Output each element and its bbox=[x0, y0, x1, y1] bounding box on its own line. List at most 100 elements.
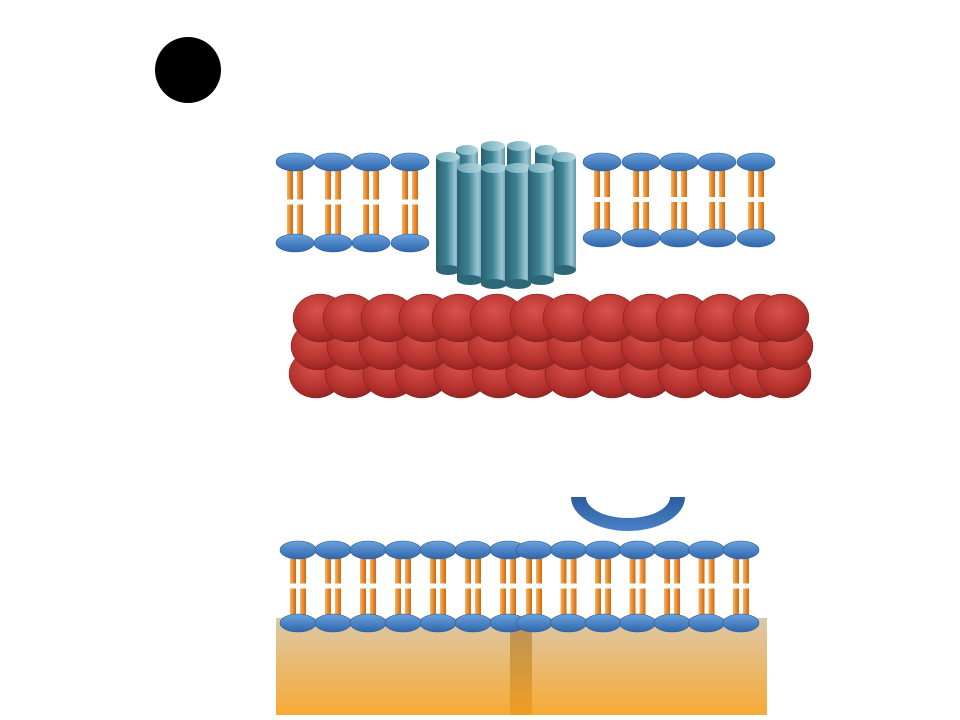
lipid-head bbox=[314, 540, 352, 560]
lipid-tail bbox=[440, 557, 446, 584]
lipid-tail bbox=[335, 557, 341, 584]
lipid-head bbox=[390, 152, 430, 172]
lipid-head bbox=[722, 540, 760, 560]
channel-cylinder bbox=[505, 168, 531, 284]
lipid-tail bbox=[743, 557, 749, 584]
lipid-head bbox=[736, 152, 776, 172]
lipid-tail bbox=[430, 557, 436, 584]
channel-cylinder-top bbox=[552, 152, 576, 162]
channel-cylinder bbox=[481, 168, 507, 284]
lipid-head bbox=[697, 152, 737, 172]
lipid-tail bbox=[664, 557, 670, 584]
lipid-head bbox=[419, 613, 457, 633]
lipid-tail bbox=[297, 204, 303, 235]
lipid-tail bbox=[465, 588, 471, 615]
lipid-tail bbox=[405, 588, 411, 615]
lipid-tail bbox=[335, 204, 341, 235]
lipid-tail bbox=[748, 169, 754, 197]
lipid-tail bbox=[290, 557, 296, 584]
lipid-tail bbox=[629, 588, 636, 615]
lipid-tail bbox=[335, 588, 341, 615]
channel-cylinder-base bbox=[528, 275, 554, 285]
lipid-tail bbox=[671, 202, 677, 230]
lipid-head bbox=[314, 613, 352, 633]
lipid-head bbox=[275, 152, 315, 172]
bilayer-right bbox=[582, 152, 776, 248]
lipid-head bbox=[454, 540, 492, 560]
channel-cylinder-base bbox=[481, 279, 507, 289]
lipid-head bbox=[736, 228, 776, 248]
bilayer-bottom bbox=[279, 540, 760, 633]
lipid-tail bbox=[290, 588, 296, 615]
lipid-head bbox=[722, 613, 760, 633]
lipid-tail bbox=[709, 169, 715, 197]
lipid-head bbox=[688, 540, 725, 560]
lipid-head bbox=[621, 228, 661, 248]
lipid-head bbox=[550, 613, 587, 633]
lipid-head bbox=[349, 613, 387, 633]
lipid-tail bbox=[681, 169, 687, 197]
lipid-head bbox=[688, 613, 725, 633]
lipid-tail bbox=[510, 557, 516, 584]
lipid-tail bbox=[373, 204, 379, 235]
lipid-tail bbox=[671, 169, 677, 197]
channel-cylinder-base bbox=[457, 275, 483, 285]
channel-protein bbox=[436, 141, 576, 289]
lipid-tail bbox=[708, 588, 715, 615]
lipid-head bbox=[621, 152, 661, 172]
lipid-head bbox=[653, 613, 691, 633]
lipid-tail bbox=[297, 169, 303, 200]
lipid-tail bbox=[674, 557, 680, 584]
black-marker-dot bbox=[155, 37, 221, 103]
lipid-tail bbox=[733, 557, 739, 584]
lipid-head bbox=[454, 613, 492, 633]
lipid-tail bbox=[719, 169, 725, 197]
lipid-head bbox=[582, 152, 622, 172]
lipid-tail bbox=[698, 588, 705, 615]
lipid-head bbox=[584, 613, 622, 633]
lipid-head bbox=[313, 152, 353, 172]
lipid-tail bbox=[748, 202, 754, 230]
lipid-tail bbox=[733, 588, 739, 615]
lipid-tail bbox=[570, 557, 577, 584]
lipid-tail bbox=[594, 169, 600, 197]
lipid-tail bbox=[526, 557, 532, 584]
lipid-tail bbox=[526, 588, 532, 615]
lipid-tail bbox=[604, 202, 610, 230]
lipid-head bbox=[653, 540, 691, 560]
bilayer-left bbox=[275, 152, 430, 253]
lipid-tail bbox=[412, 204, 418, 235]
lipid-head bbox=[279, 540, 317, 560]
lipid-tail bbox=[300, 588, 306, 615]
lipid-tail bbox=[674, 588, 680, 615]
channel-cylinder-top bbox=[507, 141, 531, 151]
lipid-head bbox=[384, 540, 422, 560]
channel-cylinder-top bbox=[457, 163, 483, 173]
lipid-tail bbox=[325, 204, 331, 235]
lipid-head bbox=[279, 613, 317, 633]
lipid-tail bbox=[605, 557, 611, 584]
lipid-tail bbox=[500, 557, 506, 584]
lipid-tail bbox=[360, 557, 366, 584]
lipid-tail bbox=[643, 202, 649, 230]
lipid-head bbox=[659, 228, 699, 248]
lipid-tail bbox=[500, 588, 506, 615]
lipid-tail bbox=[287, 169, 293, 200]
lipid-tail bbox=[363, 204, 369, 235]
lipid-tail bbox=[560, 588, 567, 615]
channel-cylinder-base bbox=[552, 265, 576, 275]
lipid-tail bbox=[412, 169, 418, 200]
lipid-tail bbox=[360, 588, 366, 615]
lipid-head bbox=[619, 613, 656, 633]
channel-cylinder-base bbox=[436, 265, 460, 275]
lipid-tail bbox=[510, 588, 516, 615]
lipid-tail bbox=[639, 557, 646, 584]
lipid-tail bbox=[287, 204, 293, 235]
lipid-tail bbox=[709, 202, 715, 230]
lipid-tail bbox=[370, 588, 376, 615]
lipid-tail bbox=[708, 557, 715, 584]
lipid-tail bbox=[595, 557, 601, 584]
lipid-head bbox=[419, 540, 457, 560]
lipid-tail bbox=[560, 557, 567, 584]
